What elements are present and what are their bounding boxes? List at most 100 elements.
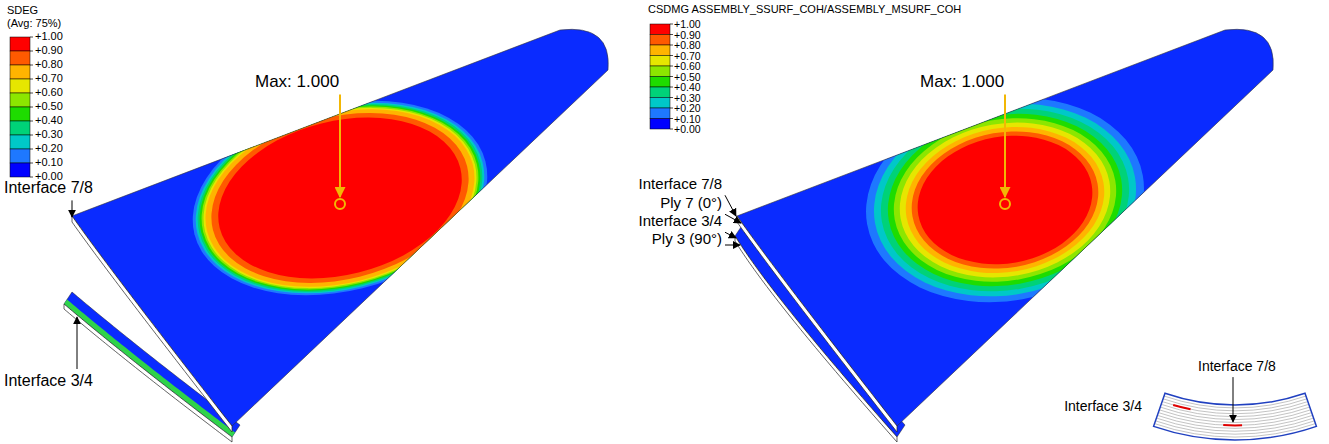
- tick-mark: [670, 55, 673, 56]
- tick-mark: [30, 65, 33, 66]
- contour-band: [193, 88, 487, 309]
- legend-title: SDEG: [7, 4, 38, 17]
- legend-value: +0.80: [674, 39, 701, 51]
- color-band: [650, 108, 670, 119]
- ply-label: Ply 3 (90°): [652, 230, 722, 247]
- upper-shell-end-face: [72, 216, 232, 432]
- max-marker: [335, 199, 345, 209]
- ply-boundary: [1156, 418, 1313, 431]
- contour-band: [850, 76, 1161, 323]
- leader-arrow: [1233, 377, 1234, 422]
- color-band: [650, 35, 670, 46]
- color-band: [650, 77, 670, 88]
- max-leader-arrow: [339, 95, 341, 197]
- legend-value: +0.50: [35, 100, 63, 113]
- tick-mark: [30, 107, 33, 108]
- legend-value: +0.80: [35, 58, 63, 71]
- leader-arrow: [725, 245, 740, 246]
- color-band: [10, 65, 30, 79]
- inset-interface-label: Interface 3/4: [1064, 398, 1142, 414]
- contour-band: [187, 82, 494, 313]
- tick-mark: [30, 135, 33, 136]
- tick-mark: [30, 79, 33, 80]
- leader-lines: [72, 95, 1233, 422]
- color-band: [10, 121, 30, 135]
- damage-contour: [172, 71, 508, 324]
- max-callout: Max: 1.000: [920, 72, 1004, 92]
- contour-band: [184, 81, 495, 315]
- leader-arrow: [725, 214, 741, 223]
- color-band: [650, 24, 670, 35]
- legend-value: +0.70: [674, 50, 701, 62]
- ply-boundary: [1159, 410, 1310, 423]
- delamination-mark: [1223, 424, 1242, 426]
- interface-label: Interface 7/8: [639, 175, 722, 192]
- contour-band: [859, 83, 1152, 316]
- color-band: [10, 149, 30, 163]
- shell-figure: [64, 29, 608, 442]
- tick-mark: [30, 177, 33, 178]
- legend-value: +0.30: [674, 92, 701, 104]
- max-callout: Max: 1.000: [255, 72, 339, 92]
- legend-value: +0.20: [674, 102, 701, 114]
- tick-mark: [670, 108, 673, 109]
- color-band: [650, 56, 670, 67]
- legend-value: +0.30: [35, 128, 63, 141]
- legend-subtitle: (Avg: 75%): [7, 17, 61, 30]
- leader-arrow: [72, 200, 73, 217]
- legend-value: +1.00: [35, 30, 63, 43]
- tick-mark: [670, 34, 673, 35]
- damage-contour: [850, 76, 1161, 323]
- legend-value: +0.20: [35, 142, 63, 155]
- color-band: [650, 119, 670, 130]
- ply-boundary: [1162, 402, 1308, 414]
- contour-band: [180, 77, 500, 318]
- color-band: [10, 107, 30, 121]
- tick-mark: [30, 121, 33, 122]
- contour-band: [866, 90, 1143, 311]
- tick-mark: [670, 45, 673, 46]
- ply-boundary: [1155, 424, 1316, 437]
- tick-mark: [670, 87, 673, 88]
- interface-label: Interface 3/4: [639, 212, 722, 229]
- tick-mark: [30, 51, 33, 52]
- max-marker: [1000, 199, 1010, 209]
- contour-color-bar: [10, 37, 33, 177]
- legend-value: +0.40: [674, 81, 701, 93]
- max-leader-arrow: [1004, 95, 1006, 197]
- leader-arrow: [725, 232, 736, 238]
- color-band: [650, 98, 670, 109]
- upper-shell-surface: [72, 29, 608, 426]
- color-band: [650, 87, 670, 98]
- inset-interface-label: Interface 7/8: [1198, 358, 1276, 374]
- contour-band: [175, 74, 504, 322]
- color-band: [10, 135, 30, 149]
- ply-boundary: [1158, 413, 1311, 426]
- tick-mark: [670, 24, 673, 25]
- interface-label: Interface 7/8: [4, 179, 93, 197]
- ply-label: Ply 7 (0°): [660, 194, 722, 211]
- legend-value: +0.90: [674, 29, 701, 41]
- contour-color-bar: [650, 24, 673, 129]
- tick-mark: [30, 37, 33, 38]
- ply-boundary: [1164, 396, 1306, 408]
- upper-shell-outline: [737, 29, 1273, 426]
- tick-mark: [30, 93, 33, 94]
- tick-mark: [670, 76, 673, 77]
- delamination-mark: [1173, 405, 1190, 409]
- legend-value: +0.70: [35, 72, 63, 85]
- legend-value: +0.00: [674, 123, 701, 135]
- tick-mark: [30, 163, 33, 164]
- interface-label: Interface 3/4: [4, 372, 93, 390]
- legend-value: +0.10: [35, 156, 63, 169]
- tick-mark: [670, 129, 673, 130]
- legend-value: +0.50: [674, 71, 701, 83]
- tick-mark: [30, 149, 33, 150]
- leader-arrow: [725, 195, 736, 216]
- color-band: [650, 45, 670, 56]
- tick-mark: [670, 118, 673, 119]
- ply-boundary: [1160, 407, 1309, 420]
- ply-boundary: [1157, 415, 1312, 428]
